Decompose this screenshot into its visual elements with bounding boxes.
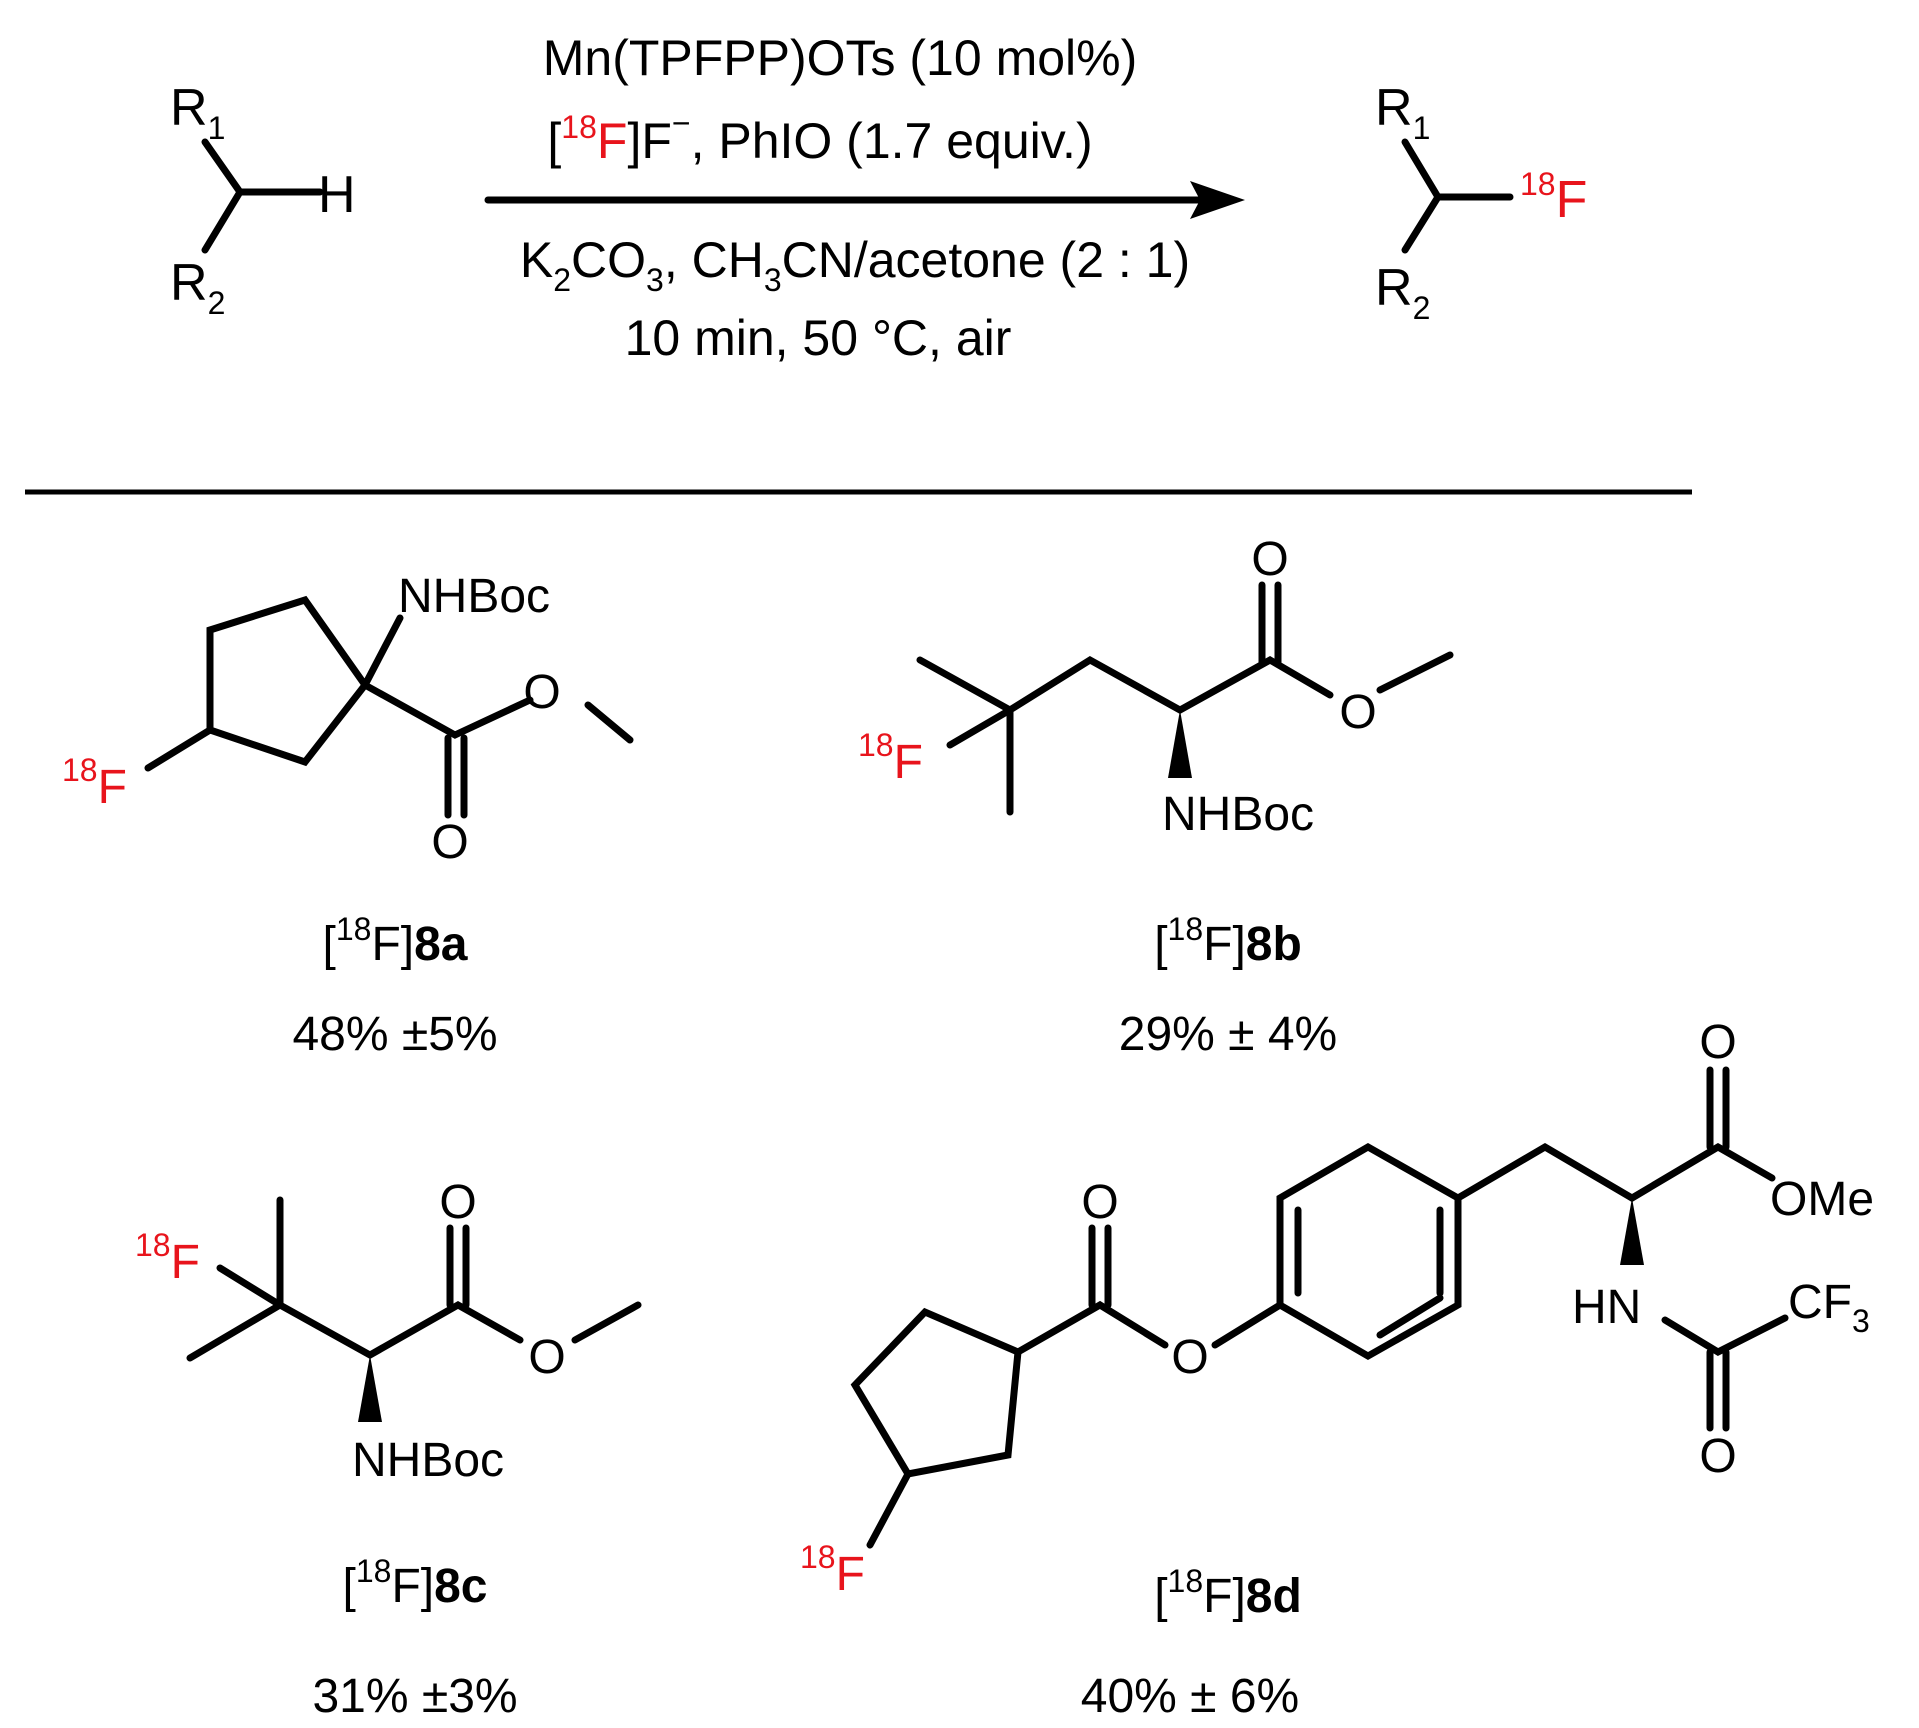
compound-8d: O O O OMe HN CF3 O 18F [18F]8d 40% ± 6% xyxy=(800,1016,1874,1723)
8d-amide-oxygen-label: O xyxy=(1699,1430,1736,1483)
8c-ester-oxygen-label: O xyxy=(528,1331,565,1384)
reaction-arrow-head xyxy=(1190,181,1245,219)
condition-base-solvent: K2CO3, CH3CN/acetone (2 : 1) xyxy=(520,232,1190,298)
8d-yield: 40% ± 6% xyxy=(1081,1670,1299,1723)
reactant-r2-label: R2 xyxy=(170,254,225,321)
8a-compound-label: [18F]8a xyxy=(323,911,468,971)
compound-8b: O O NHBoc 18F [18F]8b 29% ± 4% xyxy=(858,533,1454,1061)
condition-fluoride-source: [18F]F−, PhIO (1.7 equiv.) xyxy=(547,105,1092,169)
8a-fluorine-label: 18F xyxy=(62,752,127,814)
condition-time-temperature: 10 min, 50 °C, air xyxy=(625,310,1012,366)
8d-ester-oxygen-label: O xyxy=(1171,1331,1208,1384)
8a-ester-oxygen-label: O xyxy=(523,666,560,719)
product-r2-label: R2 xyxy=(1375,259,1430,326)
8c-yield: 31% ±3% xyxy=(312,1670,517,1723)
reactant-h-label: H xyxy=(318,166,356,224)
8d-fluorine-label: 18F xyxy=(800,1539,865,1601)
8c-stereo-wedge xyxy=(358,1355,382,1422)
8d-hn-label: HN xyxy=(1572,1281,1641,1334)
8d-compound-label: [18F]8d xyxy=(1154,1563,1302,1623)
8c-fluorine-label: 18F xyxy=(135,1227,200,1289)
8d-ester-carbonyl-oxygen-label: O xyxy=(1081,1176,1118,1229)
8c-nhboc-label: NHBoc xyxy=(352,1434,504,1487)
8c-compound-label: [18F]8c xyxy=(343,1553,488,1613)
reactant-r1-label: R1 xyxy=(170,79,225,146)
product-fluorine-label: 18F xyxy=(1520,166,1587,229)
8a-yield: 48% ±5% xyxy=(292,1008,497,1061)
8d-ome-label: OMe xyxy=(1770,1173,1874,1226)
8a-carbonyl-oxygen-label: O xyxy=(431,816,468,869)
8b-carbonyl-oxygen-label: O xyxy=(1251,533,1288,586)
8b-fluorine-label: 18F xyxy=(858,727,923,789)
compound-8c: O O NHBoc 18F [18F]8c 31% ±3% xyxy=(135,1176,642,1723)
reaction-conditions: Mn(TPFPP)OTs (10 mol%) [18F]F−, PhIO (1.… xyxy=(484,30,1245,366)
product-structure: R1 18F R2 xyxy=(1375,79,1587,326)
8b-nhboc-label: NHBoc xyxy=(1162,788,1314,841)
8a-nhboc-label: NHBoc xyxy=(398,570,550,623)
8b-yield: 29% ± 4% xyxy=(1119,1008,1337,1061)
8b-compound-label: [18F]8b xyxy=(1154,911,1302,971)
8c-carbonyl-oxygen-label: O xyxy=(439,1176,476,1229)
8d-top-carbonyl-oxygen-label: O xyxy=(1699,1016,1736,1069)
product-r1-label: R1 xyxy=(1375,79,1430,146)
condition-catalyst: Mn(TPFPP)OTs (10 mol%) xyxy=(543,30,1138,86)
compound-8a: NHBoc O O 18F [18F]8a 48% ±5% xyxy=(62,570,634,1061)
reactant-structure: R1 H R2 xyxy=(170,79,356,321)
8d-cf3-label: CF3 xyxy=(1788,1276,1870,1339)
8b-stereo-wedge xyxy=(1168,710,1192,778)
8b-ester-oxygen-label: O xyxy=(1339,686,1376,739)
8d-stereo-wedge xyxy=(1620,1198,1644,1265)
